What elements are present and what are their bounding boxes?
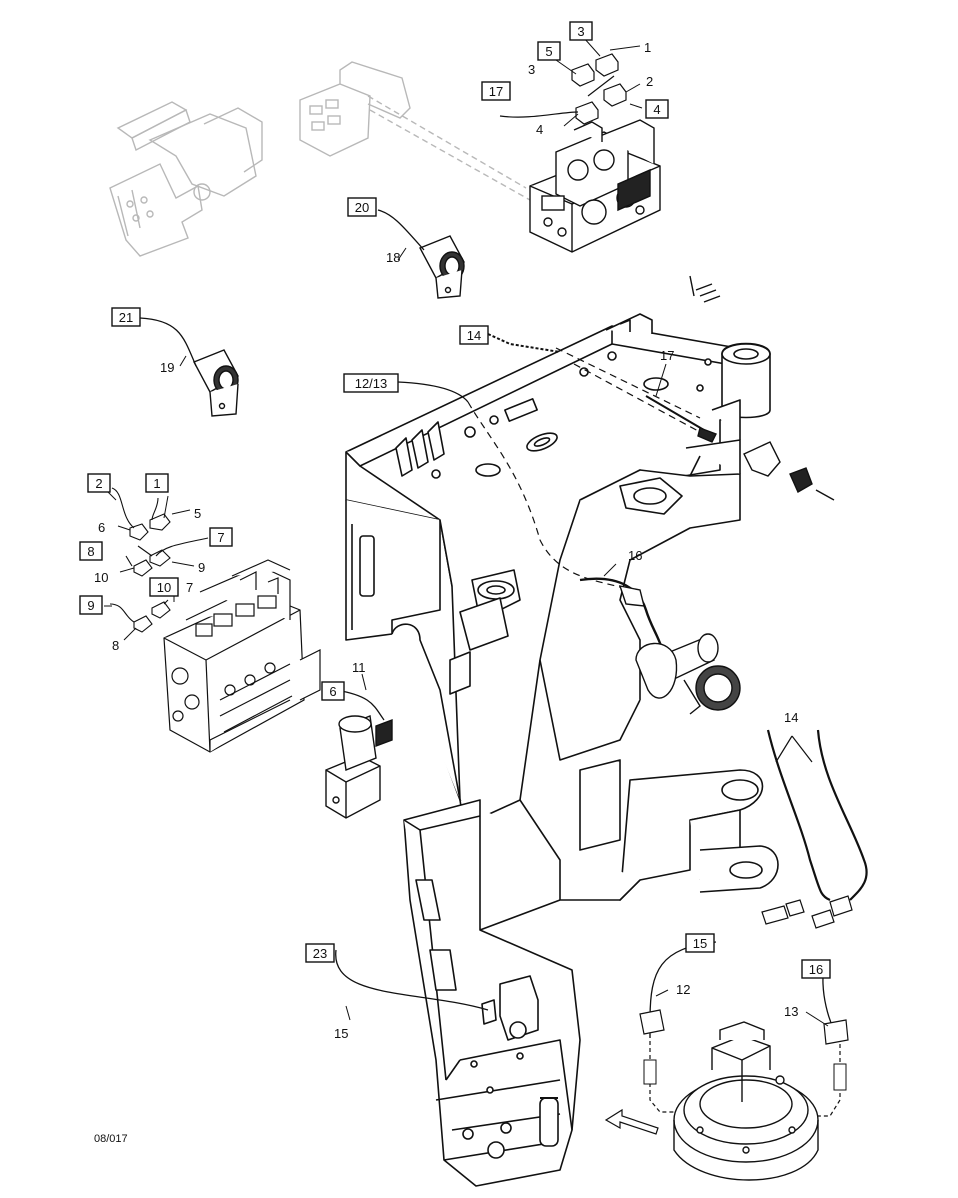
box-label-7: 7 [209, 527, 233, 547]
boxed-labels: 3 5 17 4 20 14 12/13 21 2 1 7 8 10 9 6 1… [79, 21, 831, 979]
drawing-code: 08/017 [94, 1133, 128, 1145]
box-label-1: 1 [145, 473, 169, 493]
callout-19: 19 [160, 360, 174, 375]
svg-text:17: 17 [489, 84, 503, 99]
callout-6: 6 [98, 520, 105, 535]
cable-routing-dashed [467, 347, 701, 591]
box-label-6: 6 [321, 681, 345, 701]
callout-13: 13 [784, 1004, 798, 1019]
svg-text:10: 10 [157, 580, 171, 595]
callout-7: 7 [186, 580, 193, 595]
box-label-14: 14 [459, 325, 489, 345]
callout-16: 16 [628, 548, 642, 563]
svg-text:3: 3 [577, 24, 584, 39]
callout-3: 3 [528, 62, 535, 77]
leader-lines [104, 37, 829, 1027]
svg-text:14: 14 [467, 328, 481, 343]
svg-text:16: 16 [809, 962, 823, 977]
box-label-4: 4 [645, 99, 669, 119]
svg-text:23: 23 [313, 946, 327, 961]
valve-11 [325, 715, 393, 819]
callout-2: 2 [646, 74, 653, 89]
box-label-12-13: 12/13 [343, 373, 399, 393]
callout-1: 1 [644, 40, 651, 55]
callout-18: 18 [386, 250, 400, 265]
box-label-15: 15 [685, 933, 715, 953]
box-label-17: 17 [481, 81, 511, 101]
callout-12: 12 [676, 982, 690, 997]
valve-connectors-top [499, 53, 627, 125]
svg-text:2: 2 [95, 476, 102, 491]
svg-text:4: 4 [653, 102, 660, 117]
box-label-20: 20 [347, 197, 377, 217]
sensor-cables-14 [639, 729, 868, 1117]
callout-15: 15 [334, 1026, 348, 1041]
svg-text:5: 5 [545, 44, 552, 59]
svg-text:8: 8 [87, 544, 94, 559]
svg-text:15: 15 [693, 936, 707, 951]
svg-text:08/017: 08/017 [94, 1133, 128, 1145]
box-label-2: 2 [87, 473, 111, 493]
svg-text:7: 7 [217, 530, 224, 545]
box-label-9: 9 [79, 595, 103, 615]
callout-14: 14 [784, 710, 798, 725]
solenoid-18 [419, 235, 465, 299]
svg-text:1: 1 [153, 476, 160, 491]
callout-8: 8 [112, 638, 119, 653]
svg-text:6: 6 [329, 684, 336, 699]
sensor-17-bracket [645, 275, 835, 501]
svg-text:20: 20 [355, 200, 369, 215]
main-frame [345, 313, 779, 1187]
box-label-21: 21 [111, 307, 141, 327]
svg-text:12/13: 12/13 [355, 376, 388, 391]
faded-connector-left [109, 101, 263, 257]
callout-4: 4 [536, 122, 543, 137]
callout-10: 10 [94, 570, 108, 585]
svg-text:9: 9 [87, 598, 94, 613]
solenoid-19 [193, 349, 239, 417]
rotation-arrow [604, 1108, 659, 1135]
callout-5: 5 [194, 506, 201, 521]
svg-text:21: 21 [119, 310, 133, 325]
box-label-8: 8 [79, 541, 103, 561]
box-label-16: 16 [801, 959, 831, 979]
box-label-3: 3 [569, 21, 593, 41]
callout-11: 11 [352, 660, 366, 675]
valve-block-top [529, 119, 661, 253]
slewing-ring [673, 1021, 819, 1181]
callout-numbers: 1 3 2 4 18 17 19 5 6 9 10 7 8 11 16 14 1… [94, 40, 798, 1041]
box-label-5: 5 [537, 41, 561, 61]
sensor-16 [579, 577, 741, 715]
box-label-10: 10 [149, 577, 179, 597]
faded-connector-top [299, 61, 531, 201]
box-label-23: 23 [305, 943, 335, 963]
manifold-connectors [109, 487, 209, 633]
callout-9: 9 [198, 560, 205, 575]
callout-17: 17 [660, 348, 674, 363]
hydraulic-manifold [163, 559, 321, 753]
